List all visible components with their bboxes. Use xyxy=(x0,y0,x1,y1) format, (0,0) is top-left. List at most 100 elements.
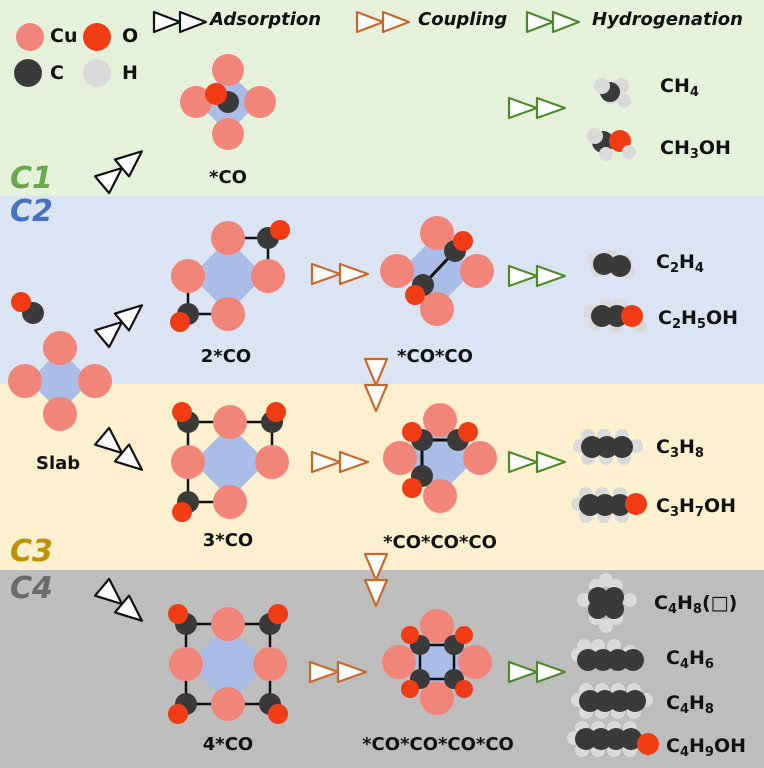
c2-coupling-arrow xyxy=(310,262,370,286)
c2-hydrogenation-arrow xyxy=(507,264,567,288)
c1-hydrogenation-arrow-chevron-1 xyxy=(535,96,567,120)
c4h6-c3 xyxy=(622,649,644,671)
c4-adsorption-arrow-chevron-1 xyxy=(113,594,144,622)
panel-tag-c1: C1 xyxy=(10,161,53,196)
ch3oh-h2 xyxy=(599,147,613,161)
c3b-cu-right xyxy=(463,441,497,475)
c4b-cu-left xyxy=(382,645,416,679)
c3-c4-coupling-arrow-chevron-0 xyxy=(363,552,389,582)
c3-hydrogenation-arrow xyxy=(507,450,567,474)
c2h4-c1 xyxy=(593,253,615,275)
legend-label-hydrogenation: Hydrogenation xyxy=(592,9,743,30)
product-c2-1: C2H5OH xyxy=(658,307,739,332)
slab-cu-bottom xyxy=(43,397,77,431)
c4h8r-h2 xyxy=(577,593,591,607)
c3-coupling-arrow-chevron-0 xyxy=(310,450,342,474)
caption-c1-adsorbed: *CO xyxy=(209,167,247,188)
product-c4-2: C4H8 xyxy=(666,692,714,717)
free-co-oxygen xyxy=(11,292,31,312)
product-c3-0: C3H8 xyxy=(656,436,704,461)
c4a-oxygen-1 xyxy=(268,604,288,624)
c4b-oxygen-1 xyxy=(455,626,473,644)
c2h4-c2 xyxy=(609,255,631,277)
ch4-h4 xyxy=(594,78,610,94)
caption-c4-adsorbed: 4*CO xyxy=(202,734,254,755)
product-c1-0: CH4 xyxy=(660,75,699,100)
legend-adsorption-arrow-chevron-0 xyxy=(152,10,182,34)
c4h9oh-oxygen xyxy=(637,733,659,755)
product-c2-0: C2H4 xyxy=(656,251,704,276)
c3-c4-coupling-arrow-chevron-1 xyxy=(363,578,389,608)
legend-c-atom xyxy=(14,59,42,87)
c1-cu-top xyxy=(212,54,244,86)
c3a-slab-plate xyxy=(193,425,267,499)
c4a-cu-bottom xyxy=(211,687,245,721)
c2b-oxygen-2 xyxy=(405,285,425,305)
c4a-oxygen-3 xyxy=(168,704,188,724)
c1-adsorption-arrow xyxy=(93,150,144,195)
legend-label-coupling: Coupling xyxy=(418,9,508,30)
c3-coupling-arrow xyxy=(310,450,370,474)
c3h7oh-c3 xyxy=(609,494,631,516)
ch3oh-h3 xyxy=(622,145,636,159)
legend-label-cu: Cu xyxy=(50,25,78,47)
legend-hydrogenation-arrow-chevron-0 xyxy=(525,10,555,34)
c2b-cu-right xyxy=(460,254,494,288)
c3h7oh-oxygen xyxy=(625,493,647,515)
c3b-cu-top xyxy=(423,403,457,437)
c4h8r-h1 xyxy=(599,619,613,633)
c4b-oxygen-0 xyxy=(401,626,419,644)
c3-hydrogenation-arrow-chevron-1 xyxy=(535,450,567,474)
c4-coupling-arrow-chevron-1 xyxy=(336,660,368,684)
c2-coupling-arrow-chevron-1 xyxy=(338,262,370,286)
panel-tag-c4: C4 xyxy=(10,571,53,606)
c4b-ring xyxy=(418,643,456,681)
c2-c3-coupling-arrow-chevron-0 xyxy=(363,357,389,387)
c2-adsorption-arrow-chevron-0 xyxy=(93,320,124,349)
caption-c2-adsorbed: 2*CO xyxy=(200,346,252,367)
c4-coupling-arrow-chevron-0 xyxy=(308,660,340,684)
legend-o-atom xyxy=(83,23,111,51)
product-c3-1: C3H7OH xyxy=(656,495,737,520)
c3a-oxygen-2 xyxy=(266,402,286,422)
c3b-cu-bottom xyxy=(423,479,457,513)
legend-coupling-arrow-chevron-0 xyxy=(355,10,385,34)
c4-adsorption-arrow-chevron-0 xyxy=(93,577,124,606)
c4b-cu-right xyxy=(458,645,492,679)
slab-plate xyxy=(28,349,92,413)
c4b-cu-bottom xyxy=(420,681,454,715)
c3-hydrogenation-arrow-chevron-0 xyxy=(507,450,539,474)
c2-hydrogenation-arrow-chevron-0 xyxy=(507,264,539,288)
c4h8r-h3 xyxy=(623,593,637,607)
panel-c3 xyxy=(0,384,764,571)
c2-adsorption-arrow-chevron-1 xyxy=(113,304,144,332)
panel-tag-c2: C2 xyxy=(10,194,53,229)
c4b-oxygen-3 xyxy=(401,680,419,698)
c4a-oxygen-2 xyxy=(268,704,288,724)
c2-adsorption-arrow xyxy=(93,304,144,349)
c1-adsorption-arrow-chevron-1 xyxy=(113,150,144,178)
ch3oh-h1 xyxy=(587,128,603,144)
c1-cu-right xyxy=(244,86,276,118)
legend-hydrogenation-arrow-chevron-1 xyxy=(551,10,581,34)
legend-coupling-arrow xyxy=(355,10,411,34)
c3a-oxygen-1 xyxy=(172,402,192,422)
product-c4-3: C4H9OH xyxy=(666,735,747,760)
c1-hydrogenation-arrow xyxy=(507,96,567,120)
c4-hydrogenation-arrow xyxy=(507,660,567,684)
c3h8-c3 xyxy=(611,436,633,458)
c3-adsorption-arrow-chevron-1 xyxy=(113,443,144,471)
product-c4-0: C4H8(□) xyxy=(654,592,738,617)
c2b-oxygen-1 xyxy=(453,231,473,251)
legend-adsorption-arrow xyxy=(152,10,208,34)
c4-hydrogenation-arrow-chevron-1 xyxy=(535,660,567,684)
c2-coupling-arrow-chevron-0 xyxy=(310,262,342,286)
slab-cu-top xyxy=(43,331,77,365)
c2a-slab-plate xyxy=(191,239,265,313)
c3b-oxygen-1 xyxy=(402,422,422,442)
c2a-cu-left xyxy=(171,259,205,293)
legend-label-c: C xyxy=(50,62,64,84)
c1-cu-left xyxy=(180,86,212,118)
legend-adsorption-arrow-chevron-1 xyxy=(178,10,208,34)
